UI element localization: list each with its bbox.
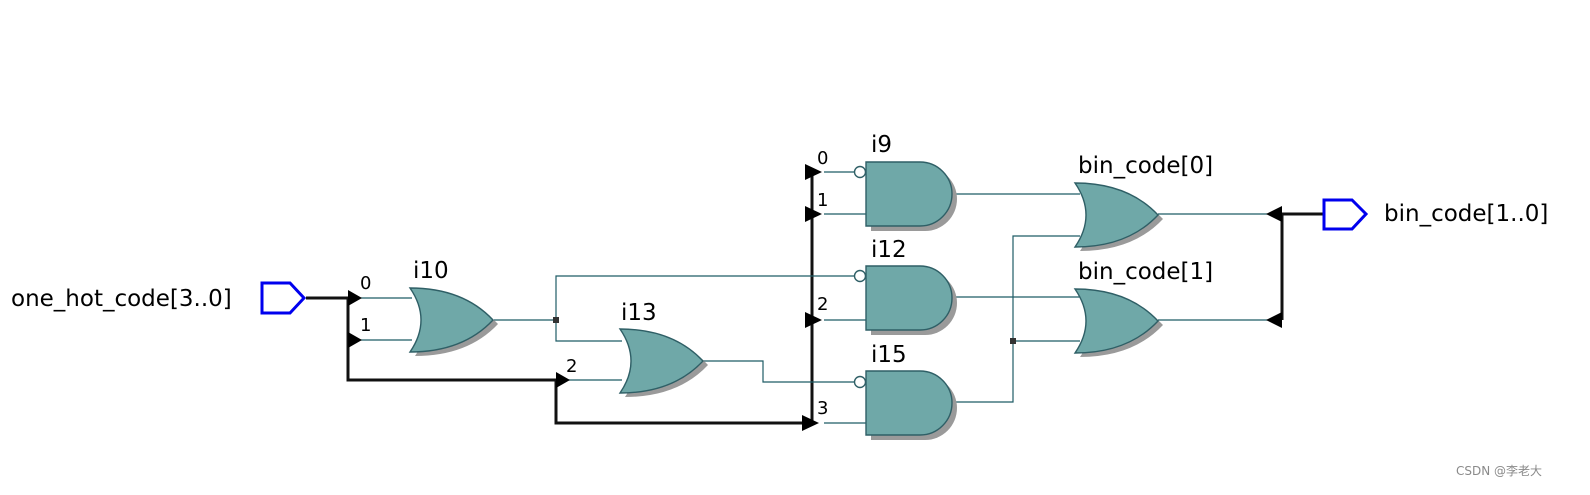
or-gate-bin1-body [1073,288,1159,354]
instance-label-i15: i15 [871,342,907,368]
input-port-icon[interactable] [260,281,307,315]
and-gate-i15[interactable] [853,370,958,440]
bit-label-0-i9: 0 [817,148,828,169]
bit-label-2-i13: 2 [566,356,577,377]
wire-i10-to-i13 [555,320,622,342]
instance-label-bin1: bin_code[1] [1078,259,1213,285]
or-gate-bin0[interactable] [1073,182,1163,251]
or-gate-i10[interactable] [408,287,498,356]
output-port-label: bin_code[1..0] [1384,201,1548,227]
tap-arrow-bit1-in [348,332,362,348]
tap-arrow-bit0-and [805,164,822,180]
wire-i15-out [952,235,1080,403]
junction-i10-out [553,317,559,323]
wire-network [360,171,1270,424]
bit-label-1-i10: 1 [360,315,371,336]
or-gate-bin1[interactable] [1073,288,1163,357]
inverter-bubble-i15 [853,375,867,389]
bit-label-0-i10: 0 [360,273,371,294]
or-gate-i13-body [618,328,704,394]
tap-arrow-bit1-and [805,206,822,222]
tap-arrow-bin0-out [1266,206,1282,222]
and-gate-i15-body [865,370,953,436]
or-gate-i13[interactable] [618,328,708,397]
instance-label-i13: i13 [621,300,657,326]
input-port-label: one_hot_code[3..0] [11,286,232,312]
bit-label-2-i12: 2 [817,294,828,315]
and-gate-i9-body [865,161,953,227]
and-gate-i12[interactable] [853,265,958,335]
or-gate-bin0-body [1073,182,1159,248]
instance-label-i9: i9 [871,132,892,158]
wire-i10-to-i12 [555,275,855,320]
inverter-bubble-i12 [853,269,867,283]
output-port-icon[interactable] [1322,198,1369,231]
junction-i15-out [1010,338,1016,344]
or-gate-i10-body [408,287,494,353]
input-bus-to-i13-and-ands [554,380,812,425]
wire-i13-to-i15 [702,360,855,383]
and-gate-i9[interactable] [853,161,958,231]
tap-arrow-bit3-and [802,415,819,431]
tap-arrow-bit2-and [805,312,822,328]
bit-label-1-i9: 1 [817,190,828,211]
and-gate-i12-body [865,265,953,331]
instance-label-i10: i10 [413,258,449,284]
tap-arrow-bit0-in [348,290,362,306]
tap-arrow-bit2-in [556,372,570,388]
output-bus [1280,212,1326,320]
instance-label-i12: i12 [871,237,907,263]
tap-arrow-bin1-out [1266,312,1282,328]
inverter-bubble-i9 [853,165,867,179]
bus-tap-arrows [348,164,1282,431]
watermark: CSDN @李老大 [1456,463,1542,478]
instance-label-bin0: bin_code[0] [1078,153,1213,179]
bit-label-3-i15: 3 [817,398,828,419]
